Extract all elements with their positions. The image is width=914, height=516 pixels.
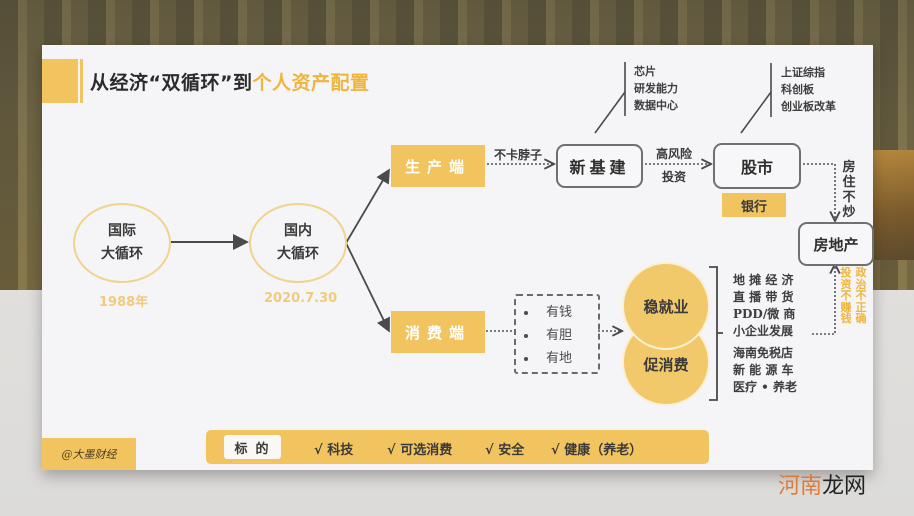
- domestic-line1: 国内: [284, 223, 312, 239]
- label-investment-no-profit: 投资不赚钱: [840, 266, 852, 325]
- bullet-icon: [524, 333, 528, 338]
- domestic-line2: 大循环: [277, 246, 319, 262]
- node-real-estate: 房地产: [798, 222, 874, 266]
- condition-item: 有胆: [516, 324, 598, 347]
- node-production: 生产端: [391, 145, 485, 187]
- label-housing-not-speculation: 房住不炒: [842, 160, 856, 220]
- targets-bar: [206, 430, 709, 464]
- jobs-examples-list: 地 摊 经 济 直 播 带 货 PDD/微 商 小企业发展: [733, 272, 795, 340]
- target-security: √ 安全: [485, 443, 525, 458]
- slide-canvas: [42, 45, 873, 470]
- condition-item: 有钱: [516, 301, 598, 324]
- title-accent-block: [42, 59, 78, 103]
- target-discretionary: √ 可选消费: [387, 443, 453, 458]
- list-item: PDD/微 商: [733, 307, 796, 321]
- target-tech: √ 科技: [314, 443, 354, 458]
- node-bank: 银行: [722, 193, 786, 217]
- annotation-new-infra: 芯片 研发能力 数据中心: [634, 63, 678, 114]
- list-item: 小企业发展: [733, 324, 794, 338]
- label-no-chokehold: 不卡脖子: [494, 148, 543, 162]
- annotation-star-market: 科创板: [781, 83, 814, 96]
- consumption-examples-list: 海南免税店 新 能 源 车 医疗 • 养老: [733, 345, 797, 396]
- site-watermark: 河南龙网: [778, 474, 867, 499]
- node-domestic-cycle: 国内 大循环: [249, 203, 347, 283]
- label-politically-incorrect: 政治不正确: [855, 266, 867, 325]
- node-consumption: 消费端: [391, 311, 485, 353]
- title-prefix: 从经济“双循环”到: [90, 72, 253, 94]
- date-1988: 1988年: [99, 295, 149, 310]
- annotation-rnd: 研发能力: [634, 82, 678, 95]
- slide-title: 从经济“双循环”到个人资产配置: [90, 68, 370, 95]
- list-item: 医疗 • 养老: [733, 380, 798, 394]
- annotation-stock-market: 上证综指 科创板 创业板改革: [781, 64, 836, 115]
- condition-item: 有地: [516, 347, 598, 370]
- date-2020: 2020.7.30: [264, 291, 338, 306]
- list-item: 新 能 源 车: [733, 363, 794, 377]
- bullet-icon: [524, 310, 528, 315]
- label-investment: 投资: [662, 170, 687, 184]
- title-accent-line: [80, 59, 83, 103]
- author-signature: @大墨财经: [42, 438, 136, 470]
- target-health: √ 健康（养老）: [551, 443, 643, 458]
- list-item: 直 播 带 货: [733, 290, 794, 304]
- title-highlight: 个人资产配置: [252, 72, 370, 94]
- international-line2: 大循环: [101, 246, 143, 262]
- label-high-risk: 高风险: [656, 147, 693, 161]
- consumption-conditions-box: 有钱 有胆 有地: [514, 294, 600, 374]
- targets-label: 标的: [224, 435, 281, 459]
- annotation-shanghai-index: 上证综指: [781, 66, 825, 79]
- node-new-infrastructure: 新基建: [556, 144, 643, 188]
- node-stock-market: 股市: [713, 143, 801, 189]
- list-item: 海南免税店: [733, 346, 794, 360]
- annotation-chinext-reform: 创业板改革: [781, 100, 836, 113]
- annotation-chip: 芯片: [634, 65, 656, 78]
- annotation-datacenter: 数据中心: [634, 99, 678, 112]
- list-item: 地 摊 经 济: [733, 273, 794, 287]
- bullet-icon: [524, 356, 528, 361]
- node-international-cycle: 国际 大循环: [73, 203, 171, 283]
- international-line1: 国际: [108, 223, 136, 239]
- node-stabilize-jobs: 稳就业: [622, 262, 710, 350]
